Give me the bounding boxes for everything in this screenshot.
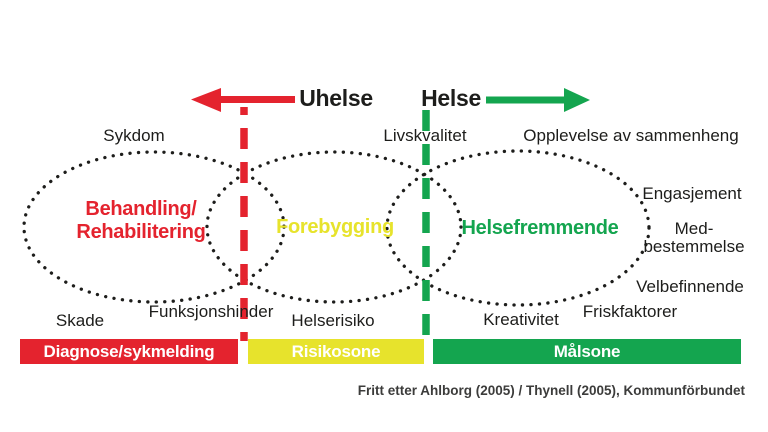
engasjement-label: Engasjement [642,184,742,203]
diagnose-zone-label: Diagnose/sykmelding [43,341,215,361]
uhelse-label: Uhelse [299,85,373,111]
treatment-label: Behandling/ Rehabilitering [76,198,205,244]
promotion-ellipse [385,149,651,307]
maal-zone-label: Målsone [553,341,621,361]
prevention-ellipse [205,150,463,304]
risiko-zone-bar: Risikosone [248,339,424,364]
sykdom-label: Sykdom [103,126,165,145]
helse-label: Helse [421,85,481,111]
helserisiko-label: Helserisiko [291,311,375,330]
diagnose-zone-bar: Diagnose/sykmelding [20,339,238,364]
medbestemmelse-line1: Med- [674,219,714,238]
maal-zone-bar: Målsone [433,339,741,364]
uhelse-arrow-icon [191,88,295,112]
medbestemmelse-label: Med- bestemmelse [643,220,744,256]
helse-arrow-icon [486,88,590,112]
skade-label: Skade [55,311,105,330]
promotion-label: Helsefremmende [461,217,619,239]
velbefinnende-label: Velbefinnende [636,277,744,296]
treatment-label-line1: Behandling/ [85,198,197,220]
source-attribution: Fritt etter Ahlborg (2005) / Thynell (20… [357,383,745,398]
risiko-zone-label: Risikosone [291,341,381,361]
prevention-label: Forebygging [276,216,394,238]
friskfaktorer-label: Friskfaktorer [582,302,678,321]
kreativitet-label: Kreativitet [483,310,559,329]
treatment-ellipse [22,150,286,304]
treatment-label-line2: Rehabilitering [76,221,206,243]
livskvalitet-label: Livskvalitet [383,126,467,145]
medbestemmelse-line2: bestemmelse [643,237,745,256]
funksjonshinder-label: Funksjonshinder [148,302,274,321]
opplevelse-label: Opplevelse av sammenheng [523,126,739,145]
